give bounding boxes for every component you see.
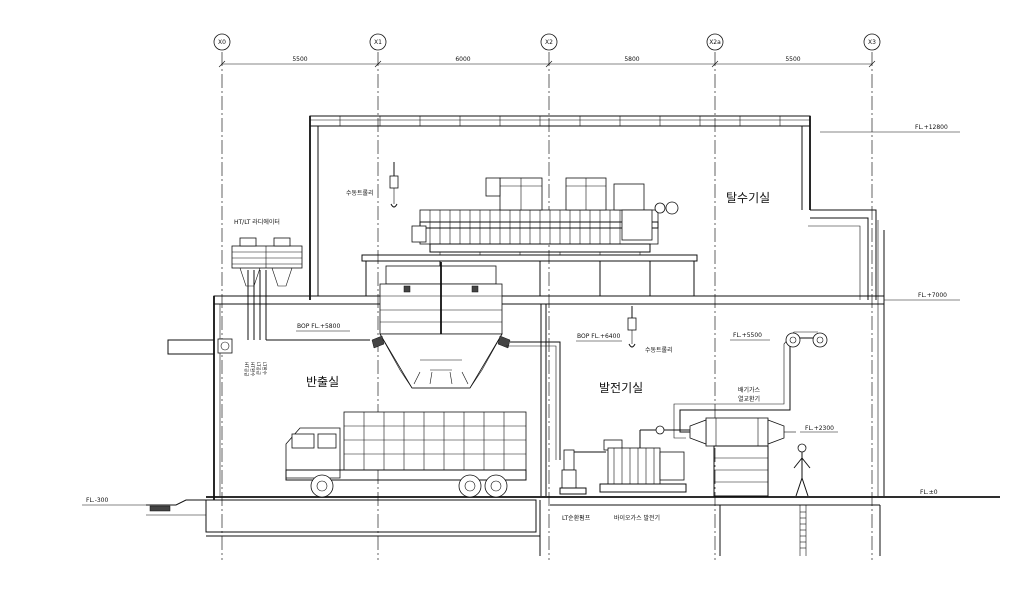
exhaust-heat-exchanger: [673, 331, 828, 497]
hoist-lower: [627, 306, 637, 348]
room-label-dewatering: 탈수기실: [726, 191, 770, 205]
svg-text:HT환수: HT환수: [249, 362, 256, 376]
pump-unit: [559, 439, 623, 495]
level-bop-left: BOP FL.+5800: [297, 323, 340, 330]
dump-truck: [285, 411, 527, 498]
axis-label-x3: X3: [868, 39, 876, 46]
exhaust-label-2: 열교환기: [738, 395, 760, 403]
level-duct2: FL.+2300: [805, 425, 834, 432]
pit-label-pump: LT순환펌프: [562, 514, 591, 522]
level-bop-right: BOP FL.+6400: [577, 333, 620, 340]
svg-text:HT공급: HT공급: [243, 362, 249, 376]
level-ground: FL.±0: [920, 489, 938, 496]
pit-label-generator: 바이오가스 발전기: [614, 514, 660, 522]
span-1: 5500: [292, 56, 307, 63]
biogas-generator: [599, 425, 700, 493]
span-dimensions: 5500 6000 5800 5500: [218, 56, 876, 68]
hoist-upper-label: 수동트롤리: [346, 189, 374, 197]
hoist-upper: [389, 162, 399, 208]
axis-label-x0: X0: [218, 39, 226, 46]
radiator-label: HT/LT 라디에이터: [234, 218, 280, 226]
level-floor2: FL.+7000: [918, 292, 947, 299]
level-roof: FL.+12800: [915, 124, 948, 131]
pipe-labels: HT공급 HT환수 LT공급 LT환수: [243, 362, 268, 376]
grid-axes: X0 X1 X2 X2a X3: [213, 33, 881, 560]
dewatering-machine: [361, 177, 698, 296]
sludge-hopper: [371, 262, 561, 460]
span-4: 5500: [785, 56, 800, 63]
span-3: 5800: [624, 56, 639, 63]
level-ramp: FL.-300: [86, 497, 109, 504]
hoist-lower-label: 수동트롤리: [645, 346, 673, 354]
svg-text:LT공급: LT공급: [255, 362, 261, 375]
room-label-generator: 발전기실: [599, 381, 643, 395]
room-label-loadout: 반출실: [306, 375, 339, 389]
level-markers: FL.+12800 FL.+7000 FL.±0 FL.-300 FL.+550…: [82, 124, 960, 506]
svg-text:LT환수: LT환수: [261, 362, 268, 375]
exhaust-label-1: 배기가스: [738, 386, 761, 394]
axis-label-x2a: X2a: [709, 39, 721, 46]
person-figure: [793, 443, 811, 497]
axis-label-x1: X1: [374, 39, 382, 46]
building-structure: [146, 115, 1000, 556]
span-2: 6000: [455, 56, 470, 63]
level-duct1: FL.+5500: [733, 332, 762, 339]
radiator-unit: [231, 237, 370, 341]
axis-label-x2: X2: [545, 39, 553, 46]
